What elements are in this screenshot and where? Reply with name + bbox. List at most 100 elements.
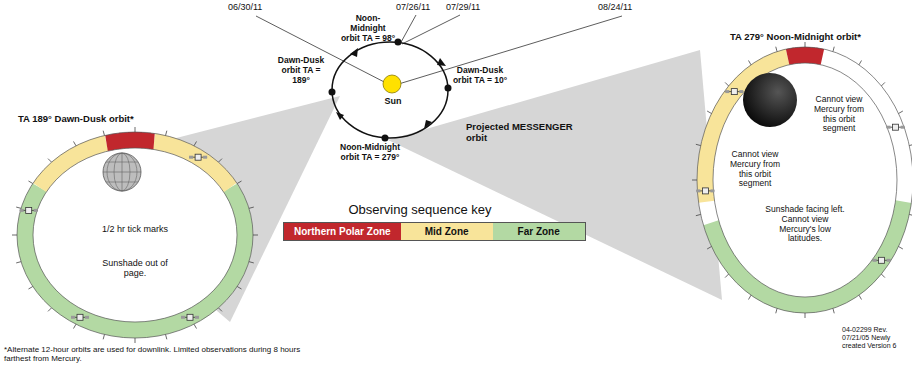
legend-bar: Northern Polar Zone Mid Zone Far Zone	[283, 222, 586, 241]
projection-wedge	[388, 50, 722, 300]
legend-swatch: Northern Polar Zone	[284, 223, 401, 240]
spacecraft-body	[195, 154, 201, 160]
tick-mark	[48, 308, 52, 312]
tick-mark	[103, 334, 104, 339]
tick-mark	[725, 274, 729, 278]
text-label: Cannot view Mercury from this orbit segm…	[810, 95, 868, 134]
tick-mark	[749, 295, 752, 299]
tick-mark	[833, 47, 834, 52]
tick-mark	[881, 274, 885, 278]
spacecraft-icon	[887, 124, 905, 130]
orbit-interior	[705, 55, 905, 305]
spacecraft-icon	[725, 89, 743, 95]
sun-symbol	[383, 75, 401, 93]
zone-segment	[25, 188, 245, 331]
text-label: Noon- Midnight orbit TA = 98°	[340, 14, 396, 43]
orbit-interior	[25, 140, 245, 330]
spacecraft-body	[879, 257, 885, 263]
text-label: Projected MESSENGER orbit	[466, 122, 596, 144]
zone-segment	[107, 140, 155, 143]
text-label: Cannot view Mercury from this orbit segm…	[724, 150, 786, 189]
orbit-arrow	[424, 120, 432, 129]
text-label: 1/2 hr tick marks	[80, 224, 190, 234]
solar-panel	[887, 126, 891, 129]
spacecraft-icon	[20, 207, 38, 213]
spacecraft-body	[893, 124, 899, 130]
tick-mark	[696, 214, 701, 215]
solar-panel	[203, 156, 207, 159]
tick-mark	[776, 308, 777, 313]
tick-mark	[166, 334, 167, 339]
tick-mark	[249, 207, 254, 208]
tick-mark	[859, 60, 862, 64]
tick-mark	[859, 295, 862, 299]
legend-text: Northern Polar Zone	[294, 226, 391, 237]
tick-mark	[16, 262, 21, 263]
solar-panel	[710, 189, 714, 192]
solar-panel	[739, 90, 743, 93]
orbit-ring	[705, 55, 905, 305]
spacecraft-body	[77, 314, 83, 320]
spacecraft-icon	[873, 257, 891, 263]
zone-segment	[711, 202, 904, 305]
spacecraft-body	[702, 188, 708, 194]
ring-outline	[697, 47, 912, 313]
orbit-arrow	[350, 48, 358, 57]
tick-mark	[707, 111, 711, 114]
tick-mark	[48, 159, 52, 163]
solar-panel	[34, 209, 38, 212]
legend-text: Far Zone	[518, 226, 560, 237]
date-line	[392, 16, 622, 86]
tick-mark	[749, 60, 752, 64]
legend-text: Mid Zone	[425, 226, 469, 237]
tick-mark	[103, 131, 104, 136]
tick-mark	[881, 82, 885, 86]
tick-mark	[899, 111, 903, 114]
spacecraft-body	[187, 314, 193, 320]
tick-mark	[166, 131, 167, 136]
text-label: Observing sequence key	[320, 203, 520, 218]
solar-panel	[181, 316, 185, 319]
tick-mark	[696, 144, 701, 145]
tick-mark	[249, 262, 254, 263]
tick-mark	[28, 181, 32, 184]
tick-mark	[28, 287, 32, 290]
tick-mark	[74, 141, 77, 145]
tick-mark	[194, 141, 197, 145]
text-label: *Alternate 12-hour orbits are used for d…	[4, 345, 304, 363]
tick-mark	[833, 308, 834, 313]
solar-panel	[887, 259, 891, 262]
tick-mark	[776, 47, 777, 52]
text-label: Sunshade out of page.	[100, 258, 170, 279]
text-label: 07/29/11	[446, 2, 492, 12]
tick-mark	[909, 144, 912, 145]
text-label: Sunshade facing left. Cannot view Mercur…	[764, 205, 846, 244]
ring-outline	[713, 63, 897, 297]
tick-mark	[692, 180, 697, 181]
solar-panel	[696, 189, 700, 192]
spacecraft-icon	[189, 154, 207, 160]
tick-mark	[899, 247, 903, 250]
orbit-ring	[25, 140, 245, 330]
text-label: 08/24/11	[598, 2, 644, 12]
text-label: 06/30/11	[228, 2, 274, 12]
solar-panel	[20, 209, 24, 212]
text-label: Sun	[380, 96, 406, 106]
orbit-rings	[12, 42, 912, 343]
mercury-globe	[743, 73, 797, 127]
tick-mark	[909, 214, 912, 215]
tick-mark	[135, 338, 136, 343]
tick-mark	[237, 181, 241, 184]
solar-panel	[873, 259, 877, 262]
tick-mark	[74, 324, 77, 328]
tick-mark	[725, 82, 729, 86]
orbit-arrow	[336, 112, 344, 120]
tick-mark	[16, 207, 21, 208]
text-label: TA 279° Noon-Midnight orbit*	[730, 32, 890, 43]
tick-mark	[218, 308, 222, 312]
tick-mark	[805, 42, 806, 47]
tick-mark	[707, 247, 711, 250]
solar-panel	[189, 156, 193, 159]
tick-mark	[218, 159, 222, 163]
